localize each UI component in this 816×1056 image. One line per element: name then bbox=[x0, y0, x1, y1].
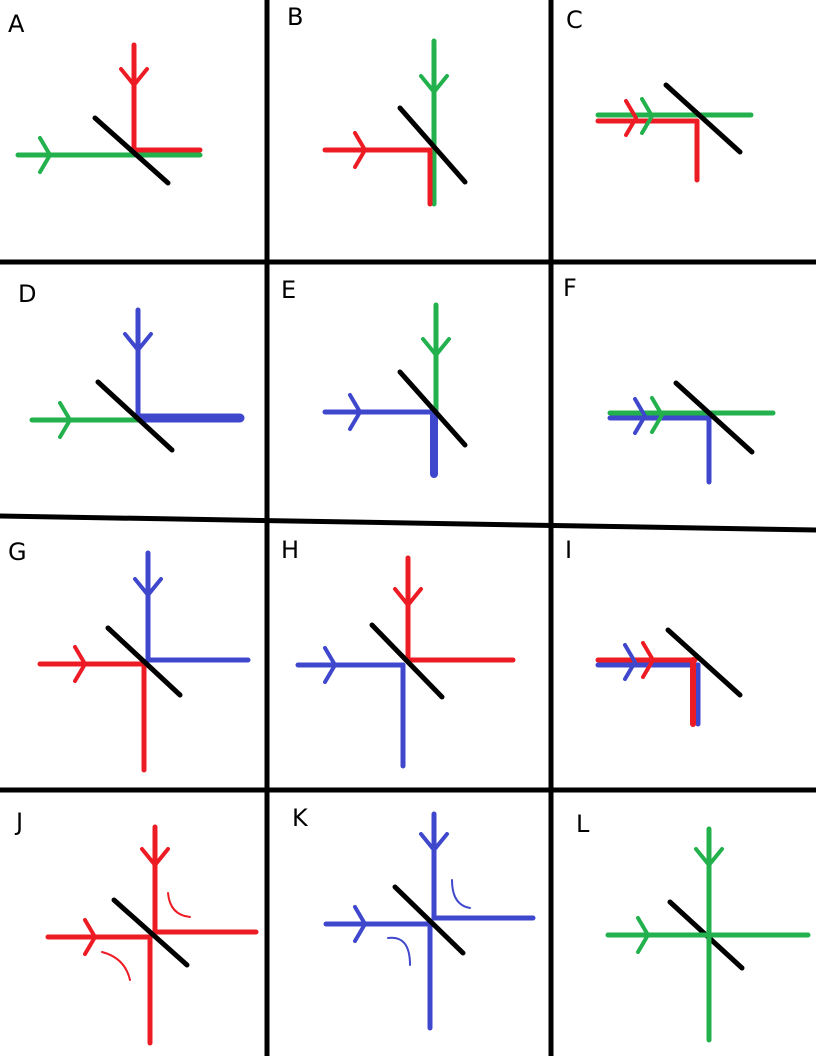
mirror-line bbox=[665, 627, 743, 698]
arrow-right-icon bbox=[641, 641, 655, 679]
arrow-right-icon bbox=[58, 401, 72, 439]
arrow-down-icon bbox=[419, 74, 449, 94]
arrow-right-icon bbox=[633, 397, 647, 435]
mirror-line bbox=[95, 379, 175, 453]
arrow-down-icon bbox=[140, 847, 170, 867]
panel-label-d: D bbox=[18, 280, 36, 308]
arrow-right-icon bbox=[623, 643, 637, 681]
mirror-line bbox=[92, 115, 171, 186]
grid-divider bbox=[0, 513, 816, 533]
panel-label-h: H bbox=[281, 536, 299, 564]
mirror-line bbox=[105, 625, 183, 698]
phase-curve bbox=[167, 892, 191, 918]
arrow-right-icon bbox=[353, 131, 367, 169]
mirror-line bbox=[397, 369, 468, 448]
arrow-down-icon bbox=[419, 832, 449, 852]
arrow-right-icon bbox=[353, 905, 367, 943]
panel-label-b: B bbox=[287, 3, 303, 31]
arrow-right-icon bbox=[73, 645, 87, 683]
panel-label-l: L bbox=[576, 810, 590, 838]
arrow-down-icon bbox=[694, 847, 724, 867]
panel-label-i: I bbox=[565, 536, 572, 564]
mirror-line bbox=[673, 380, 755, 455]
panel-label-g: G bbox=[8, 538, 27, 566]
arrow-right-icon bbox=[650, 396, 664, 434]
mirror-line bbox=[392, 884, 466, 956]
mirror-line bbox=[397, 105, 468, 185]
panel-label-c: C bbox=[566, 6, 583, 34]
phase-curve bbox=[101, 951, 131, 981]
panel-drawings bbox=[15, 38, 811, 1046]
arrow-right-icon bbox=[323, 646, 337, 684]
mirror-line bbox=[663, 82, 743, 155]
mirror-line bbox=[369, 622, 445, 700]
phase-curve bbox=[451, 879, 471, 909]
phase-curve bbox=[387, 936, 411, 966]
panel-label-j: J bbox=[14, 808, 23, 836]
arrow-right-icon bbox=[38, 136, 52, 174]
panel-label-f: F bbox=[563, 274, 577, 302]
arrow-right-icon bbox=[636, 916, 650, 954]
arrow-right-icon bbox=[83, 918, 97, 956]
arrow-down-icon bbox=[123, 332, 153, 352]
arrow-right-icon bbox=[348, 393, 362, 431]
arrow-right-icon bbox=[624, 99, 638, 137]
arrow-down-icon bbox=[119, 67, 149, 87]
panel-label-k: K bbox=[292, 804, 309, 832]
arrow-right-icon bbox=[640, 97, 654, 135]
mirror-line bbox=[111, 897, 190, 968]
arrow-down-icon bbox=[393, 587, 423, 607]
panel-label-a: A bbox=[8, 10, 25, 38]
arrow-down-icon bbox=[133, 577, 163, 597]
panel-label-e: E bbox=[281, 276, 296, 304]
arrow-down-icon bbox=[421, 337, 451, 357]
